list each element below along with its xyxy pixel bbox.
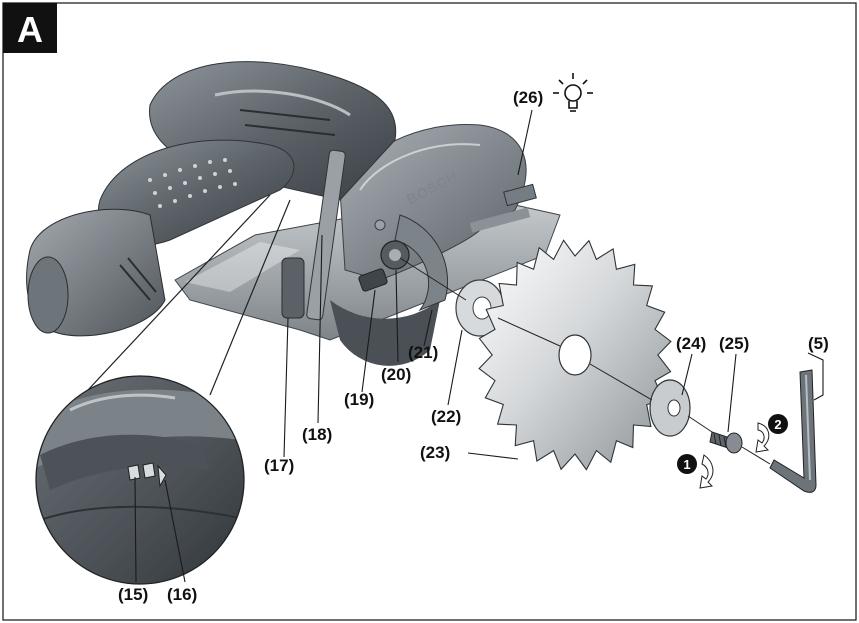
grip-texture <box>148 158 237 208</box>
hex-key <box>769 369 817 493</box>
panel-label-box: A <box>3 3 57 53</box>
callout-21: (21) <box>408 343 438 362</box>
step-badge-1: 1 <box>677 454 697 474</box>
svg-text:1: 1 <box>683 457 690 472</box>
callout-15: (15) <box>118 585 148 604</box>
callout-22: (22) <box>431 407 461 426</box>
light-bulb-icon <box>553 73 593 112</box>
spindle-lock-button <box>358 268 388 292</box>
battery-led-indicators <box>127 462 167 488</box>
callout-16: (16) <box>167 585 197 604</box>
callout-20: (20) <box>381 365 411 384</box>
assembly-axis <box>399 257 771 465</box>
callout-labels: (26) (5) (24) (25) (21) (20) (19) (22) (… <box>118 88 829 604</box>
rotation-arrow-icon <box>699 422 770 489</box>
svg-text:2: 2 <box>774 417 781 432</box>
panel-label: A <box>17 9 43 50</box>
callout-18: (18) <box>302 425 332 444</box>
callout-19: (19) <box>344 390 374 409</box>
callout-25: (25) <box>719 334 749 353</box>
callout-5: (5) <box>808 334 829 353</box>
callout-17: (17) <box>264 456 294 475</box>
clamping-flange <box>649 379 691 437</box>
blade-under-plate <box>330 300 440 366</box>
depth-lock-lever <box>281 257 305 319</box>
saw-blade <box>478 239 672 471</box>
callout-23: (23) <box>420 443 450 462</box>
depth-scale <box>306 149 346 321</box>
retracting-guard <box>394 214 449 312</box>
clamping-screw <box>709 431 743 454</box>
callout-24: (24) <box>676 334 706 353</box>
detail-magnifier <box>35 194 291 585</box>
circular-saw: BOSCH <box>26 61 561 366</box>
leader-lines <box>134 109 824 583</box>
callout-26: (26) <box>513 88 543 107</box>
step-badge-2: 2 <box>768 414 788 434</box>
